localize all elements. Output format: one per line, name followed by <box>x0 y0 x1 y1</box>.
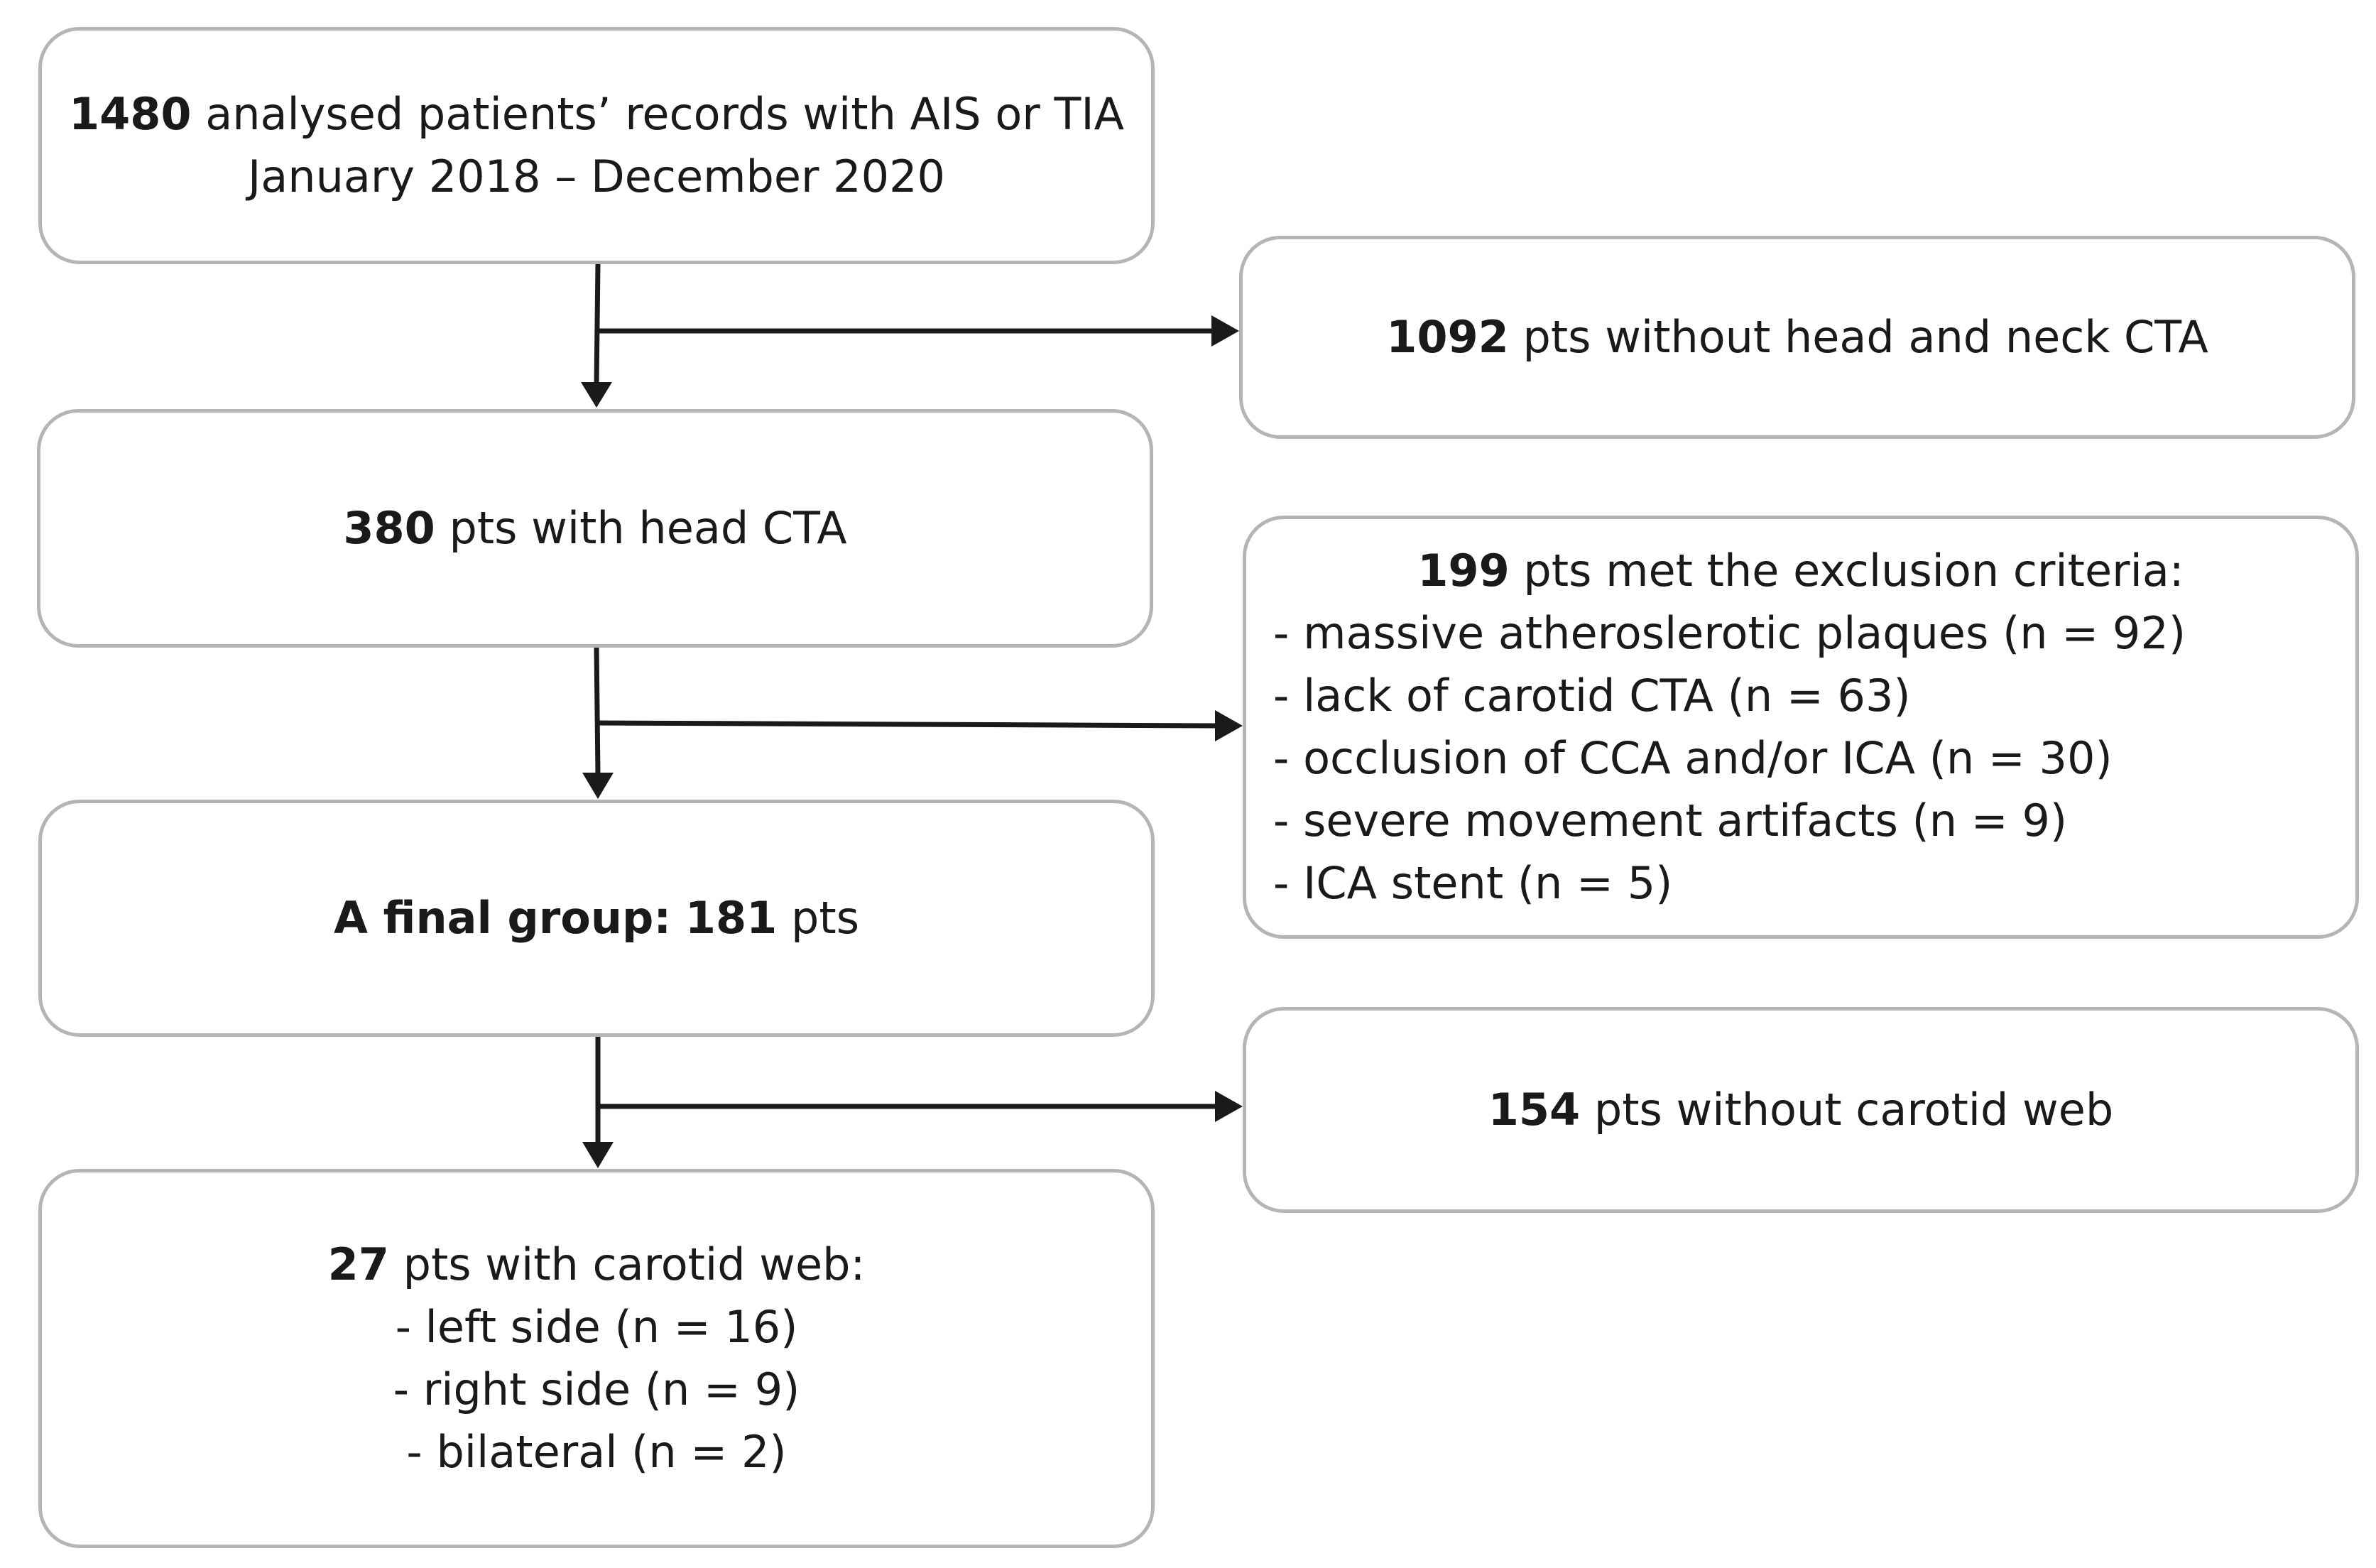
arrowhead-right <box>1215 1091 1243 1122</box>
with-web-item: - left side (n = 16) <box>395 1301 798 1353</box>
node-final-group: A final group: 181 pts <box>38 800 1155 1037</box>
node-exclusion: 199 pts met the exclusion criteria: - ma… <box>1243 516 2359 939</box>
exclusion-item: - ICA stent (n = 5) <box>1273 857 1673 909</box>
node-analysed-records: 1480 analysed patients’ records with AIS… <box>38 27 1155 264</box>
arrow-head-cta-to-final <box>594 647 601 775</box>
with-web-count: 27 <box>327 1238 389 1290</box>
exclusion-item: - lack of carotid CTA (n = 63) <box>1273 670 1911 722</box>
with-web-title: 27 pts with carotid web: <box>328 1234 866 1296</box>
arrowhead-down <box>581 382 612 408</box>
no-cta-line: 1092 pts without head and neck CTA <box>1386 306 2208 369</box>
final-group-text: pts <box>777 892 860 944</box>
final-group-line: A final group: 181 pts <box>334 887 859 949</box>
with-web-item: - bilateral (n = 2) <box>406 1426 787 1478</box>
with-web-item: - right side (n = 9) <box>393 1363 800 1415</box>
arrowhead-down <box>582 773 614 799</box>
head-cta-line: 380 pts with head CTA <box>343 497 846 560</box>
no-web-text: pts without carotid web <box>1580 1084 2114 1136</box>
analysed-count: 1480 <box>68 88 192 140</box>
head-cta-count: 380 <box>343 502 435 554</box>
analysed-text: analysed patients’ records with AIS or T… <box>191 88 1125 140</box>
exclusion-item: - massive atheroslerotic plaques (n = 92… <box>1273 607 2186 659</box>
analysed-line: 1480 analysed patients’ records with AIS… <box>69 83 1124 146</box>
no-cta-text: pts without head and neck CTA <box>1508 311 2208 363</box>
arrowhead-right <box>1211 315 1239 347</box>
node-no-web: 154 pts without carotid web <box>1243 1007 2359 1213</box>
node-no-cta: 1092 pts without head and neck CTA <box>1239 236 2355 439</box>
final-group-count: 181 <box>685 892 778 944</box>
node-with-web: 27 pts with carotid web: - left side (n … <box>38 1169 1155 1548</box>
no-web-line: 154 pts without carotid web <box>1488 1079 2114 1141</box>
head-cta-text: pts with head CTA <box>435 502 847 554</box>
arrow-head-cta-to-exclusion <box>596 720 1219 729</box>
exclusion-text: pts met the exclusion criteria: <box>1509 545 2184 597</box>
arrowhead-down <box>582 1142 614 1168</box>
arrow-analysed-to-head-cta <box>594 263 601 384</box>
exclusion-item: - severe movement artifacts (n = 9) <box>1273 795 2068 846</box>
analysed-period: January 2018 – December 2020 <box>248 151 945 202</box>
final-group-label: A final group: <box>333 892 672 944</box>
exclusion-count: 199 <box>1417 545 1510 597</box>
node-head-cta: 380 pts with head CTA <box>37 409 1153 648</box>
exclusion-item: - occlusion of CCA and/or ICA (n = 30) <box>1273 732 2113 784</box>
with-web-text: pts with carotid web: <box>388 1238 866 1290</box>
arrowhead-right <box>1215 710 1243 741</box>
exclusion-title: 199 pts met the exclusion criteria: <box>1246 540 2355 602</box>
no-cta-count: 1092 <box>1386 311 1509 363</box>
no-web-count: 154 <box>1488 1084 1581 1136</box>
